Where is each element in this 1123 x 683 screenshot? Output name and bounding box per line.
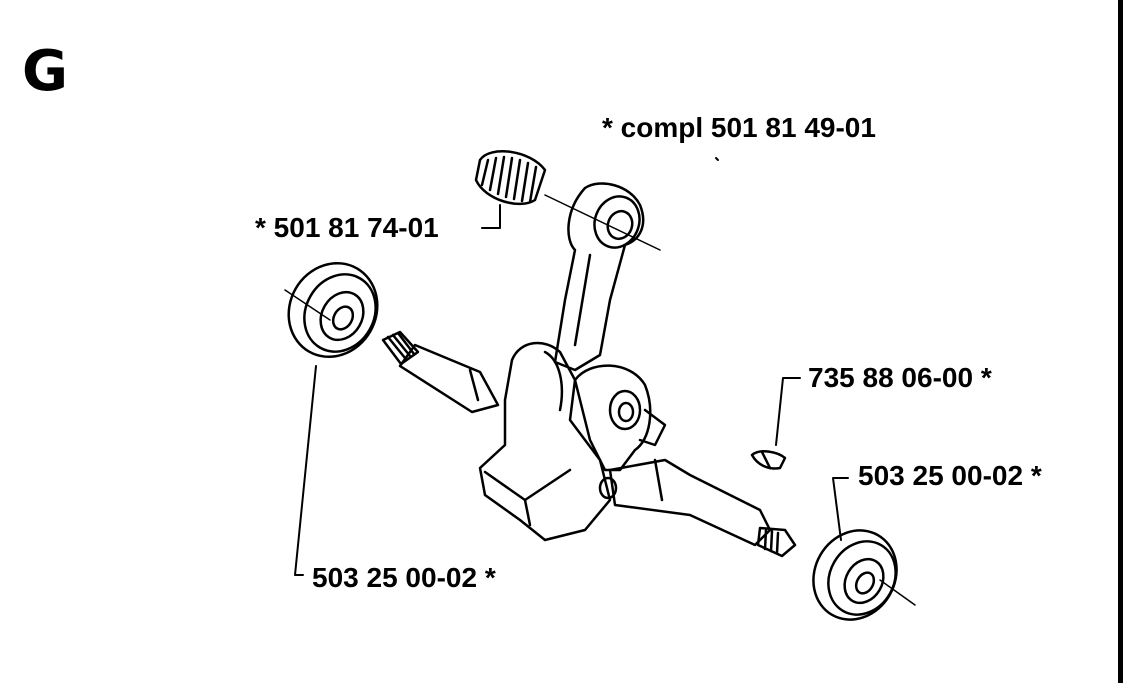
crankpin-web <box>573 364 667 472</box>
callout-right-bearing: 503 25 00-02 * <box>858 460 1042 491</box>
callout-woodruff-key: 735 88 06-00 * <box>808 362 992 393</box>
right-ball-bearing <box>812 529 898 621</box>
right-thread <box>756 526 797 558</box>
small-end-axis <box>544 194 661 251</box>
connecting-rod <box>553 182 645 372</box>
woodruff-key <box>750 450 787 470</box>
left-shaft <box>398 343 500 414</box>
leader-lines <box>294 157 849 576</box>
needle-bearing <box>474 150 547 206</box>
callout-compl: * compl 501 81 49-01 <box>602 112 876 143</box>
callout-left-bearing: 503 25 00-02 * <box>312 562 496 593</box>
page-border <box>1118 0 1123 683</box>
section-letter: G <box>22 39 68 104</box>
callout-needle-bearing: * 501 81 74-01 <box>255 212 439 243</box>
left-ball-bearing <box>287 261 379 359</box>
left-thread <box>381 330 420 366</box>
right-bearing-axis <box>879 579 916 606</box>
right-shaft <box>598 458 772 547</box>
